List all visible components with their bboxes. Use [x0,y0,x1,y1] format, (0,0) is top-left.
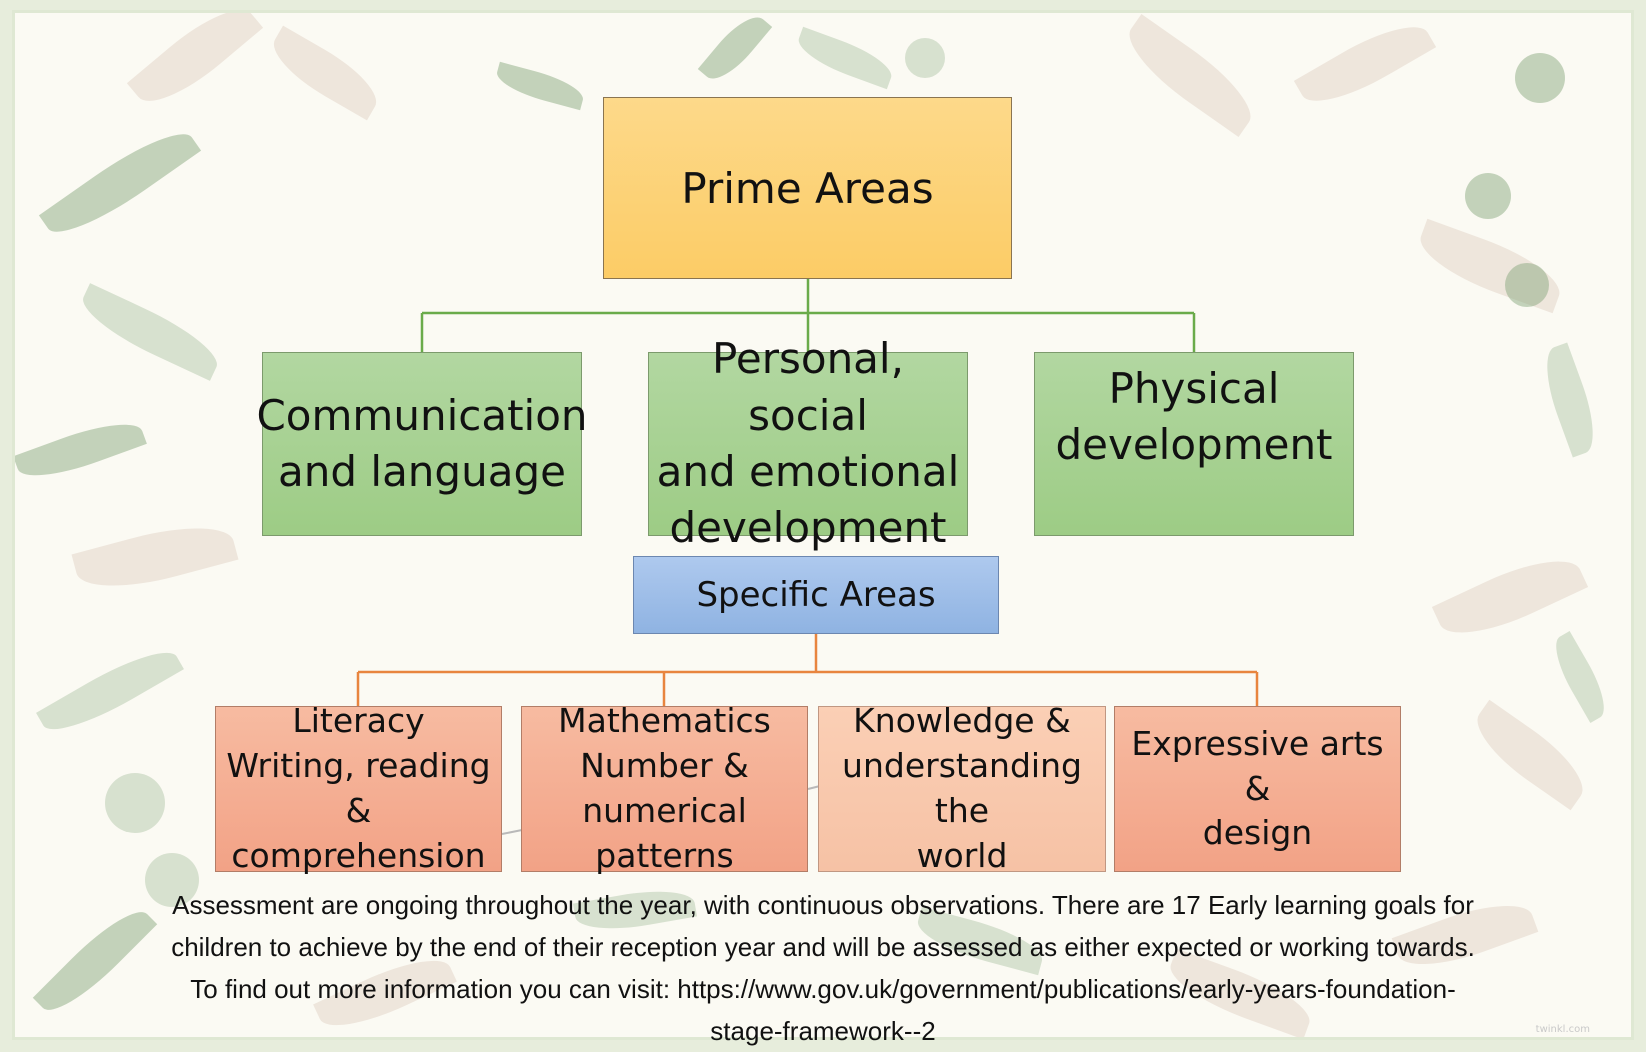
leaf-decoration [905,38,945,78]
prime-area-physical: Physical development [1034,352,1354,536]
footer-line-link: To find out more information you can vis… [190,974,1456,1004]
box-line: Mathematics [558,701,771,741]
box-line: and emotional [656,447,960,496]
prime-area-communication: Communication and language [256,352,588,536]
leaf-decoration [1505,263,1549,307]
watermark: twinkl.com [1535,1024,1590,1035]
box-line: Knowledge & [853,701,1071,741]
specific-area-mathematics: Mathematics Number & numerical patterns [521,701,808,875]
footer-line-link-end: stage-framework--2 [710,1016,936,1046]
prime-areas-box: Prime Areas [603,97,1012,279]
box-line: Communication [256,390,588,440]
leaf-decoration [1515,53,1565,103]
box-line: Physical [1108,364,1280,413]
box-line: comprehension [231,835,486,875]
box-line: and language [278,447,566,496]
specific-area-expressive-arts: Expressive arts & design [1114,706,1401,872]
box-line: design [1202,813,1313,853]
leaf-decoration [145,853,199,907]
box-line: understanding the [842,746,1082,830]
specific-areas-title: Specific Areas [696,575,936,615]
box-line: Expressive arts & [1131,723,1384,808]
specific-connectors [356,634,1259,706]
box-line: development [669,503,947,553]
box-line: development [1055,420,1333,470]
assessment-info-text: Assessment are ongoing throughout the ye… [110,884,1536,1052]
prime-area-personal-social: Personal, social and emotional developme… [648,334,968,552]
prime-areas-title: Prime Areas [681,163,934,213]
footer-line: Assessment are ongoing throughout the ye… [172,890,1474,920]
specific-areas-box: Specific Areas [633,556,999,634]
leaf-decoration [105,773,165,833]
specific-area-knowledge-world: Knowledge & understanding the world [818,701,1106,875]
box-line: world [916,835,1008,875]
prime-connectors [420,279,1196,352]
box-line: Personal, social [712,334,904,440]
box-line: Literacy [292,701,425,741]
specific-area-literacy: Literacy Writing, reading & comprehensio… [215,701,502,875]
box-line: numerical patterns [582,791,747,875]
box-line: Number & [580,746,749,786]
leaf-decoration [1465,173,1511,219]
footer-line: children to achieve by the end of their … [171,932,1475,962]
box-line: Writing, reading & [226,746,491,830]
